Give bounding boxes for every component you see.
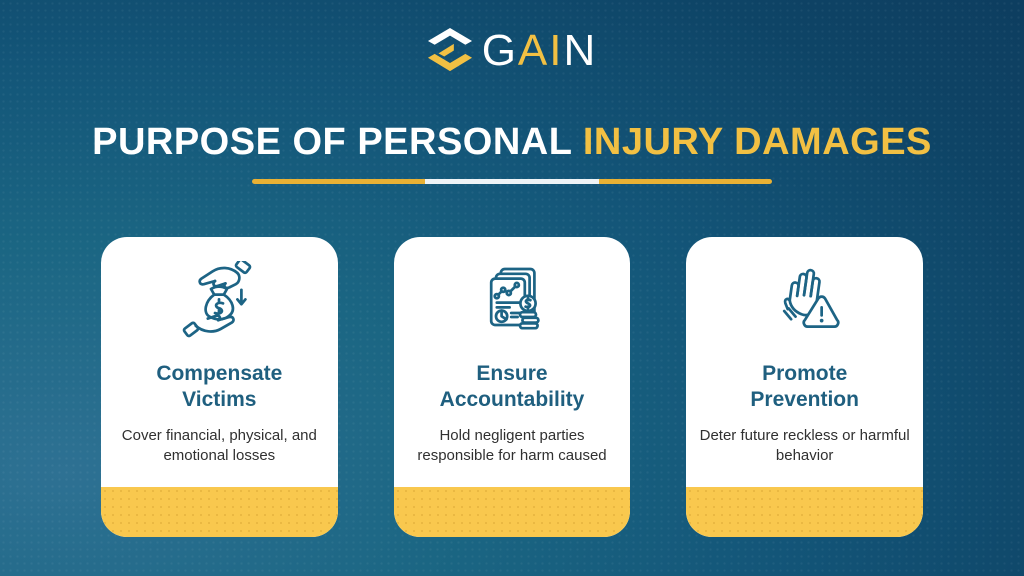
logo-letter: G: [481, 26, 518, 75]
card-title: Promote Prevention: [750, 362, 859, 411]
card-promote-prevention: Promote Prevention Deter future reckless…: [686, 237, 924, 537]
card-description: Hold negligent parties responsible for h…: [417, 427, 607, 465]
stop-hand-warning-icon: [782, 268, 840, 328]
hands-money-bag-icon: [183, 261, 252, 338]
card-compensate-victims: Compensate Victims Cover financial, phys…: [101, 237, 338, 537]
logo-wordmark: G A I N: [482, 29, 598, 73]
card-content: Ensure Accountability Hold negligent par…: [394, 237, 631, 487]
cards-row: Compensate Victims Cover financial, phys…: [101, 237, 924, 537]
logo-letter: A: [517, 26, 550, 75]
report-chart-coins-icon: [489, 267, 540, 330]
divider-segment: [425, 179, 599, 184]
card-title: Ensure Accountability: [439, 362, 585, 411]
card-footer-band: [686, 487, 924, 537]
gain-logo-icon: [427, 28, 472, 72]
title-divider: [252, 179, 772, 184]
card-content: Compensate Victims Cover financial, phys…: [101, 237, 338, 487]
divider-segment: [598, 179, 772, 184]
page-title: PURPOSE OF PERSONAL INJURY DAMAGES: [0, 121, 1024, 165]
page-title-white-part: PURPOSE OF PERSONAL: [92, 121, 583, 163]
page-title-yellow-part: INJURY DAMAGES: [582, 121, 932, 163]
card-description: Cover financial, physical, and emotional…: [121, 427, 317, 465]
card-content: Promote Prevention Deter future reckless…: [686, 237, 923, 487]
logo-letter: N: [563, 26, 598, 75]
card-ensure-accountability: Ensure Accountability Hold negligent par…: [393, 237, 631, 537]
card-description: Deter future reckless or harmful behavio…: [699, 427, 910, 465]
card-footer-band: [101, 487, 338, 537]
logo-letter: I: [549, 26, 564, 75]
divider-segment: [252, 179, 426, 184]
logo: G A I N: [0, 26, 1024, 76]
card-footer-band: [393, 487, 631, 537]
card-title: Compensate Victims: [156, 362, 283, 411]
